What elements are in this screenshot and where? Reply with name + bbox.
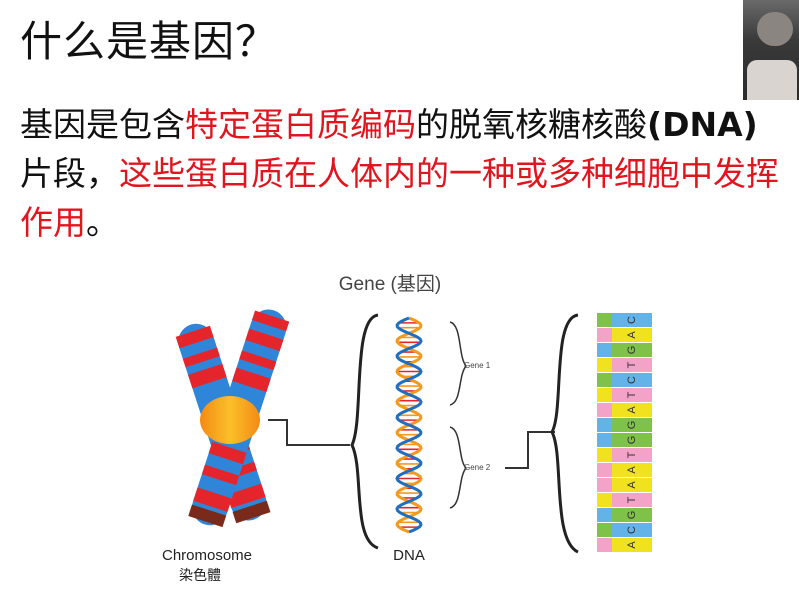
gene2-brace [449,426,468,509]
base-cell [612,448,652,462]
diagram-heading: Gene (基因) [339,273,441,295]
body-period: 。 [86,203,119,242]
base-letter: A [626,541,638,549]
base-cell [612,508,652,522]
connector-line-2 [505,431,555,469]
dna-helix [395,316,423,534]
base-letter: G [626,511,638,520]
base-cell [612,358,652,372]
base-cell [612,418,652,432]
gene2-label: Gene 2 [464,463,491,472]
chromosome-illustration [175,309,290,528]
chromosome-label: Chromosome [162,547,252,564]
highlight-protein-coding: 特定蛋白质编码 [185,105,416,144]
dna-abbrev: (DNA) [647,105,758,144]
base-cell [612,538,652,552]
chromosome-label-cn: 染色體 [179,567,221,584]
base-letter: A [626,466,638,474]
body-text-2: 的脱氧核糖核酸 [416,105,647,144]
base-cell [612,463,652,477]
presenter-face [757,12,793,46]
body-text-3: 片段， [20,154,119,193]
body-text-1: 基因是包含 [20,105,185,144]
base-letter: T [626,391,638,398]
base-letter: T [626,451,638,458]
dna-bracket [350,313,379,550]
gene1-brace [449,321,467,406]
base-cell [612,373,652,387]
connector-line-1 [268,419,350,446]
base-letter: A [626,331,638,339]
base-letter: A [626,481,638,489]
base-cell [612,478,652,492]
base-letter: C [626,526,638,534]
highlight-protein-function: 这些蛋白质在人体内的一种或多种细胞中发挥作用 [20,154,779,242]
body-paragraph: 基因是包含特定蛋白质编码的脱氧核糖核酸(DNA) 片段，这些蛋白质在人体内的一种… [20,100,790,247]
base-cell [612,493,652,507]
base-letter: T [626,496,638,503]
base-letter: G [626,421,638,430]
presenter-shirt [747,60,797,100]
base-letter: A [626,406,638,414]
presenter-video-thumbnail [743,0,799,100]
dna-label: DNA [393,547,425,564]
sequence-bracket [550,313,579,554]
base-letter: G [626,346,638,355]
slide-title: 什么是基因？ [20,17,279,66]
base-cell [612,523,652,537]
base-cell [612,343,652,357]
base-letter: C [626,376,638,384]
dna-strand-2 [395,316,423,534]
base-cell [612,388,652,402]
base-letter: T [626,361,638,368]
base-cell [612,313,652,327]
base-cell [612,403,652,417]
base-letter: G [626,436,638,445]
base-cell [612,328,652,342]
base-letter: C [626,316,638,324]
gene1-label: Gene 1 [464,361,491,370]
base-cell [612,433,652,447]
